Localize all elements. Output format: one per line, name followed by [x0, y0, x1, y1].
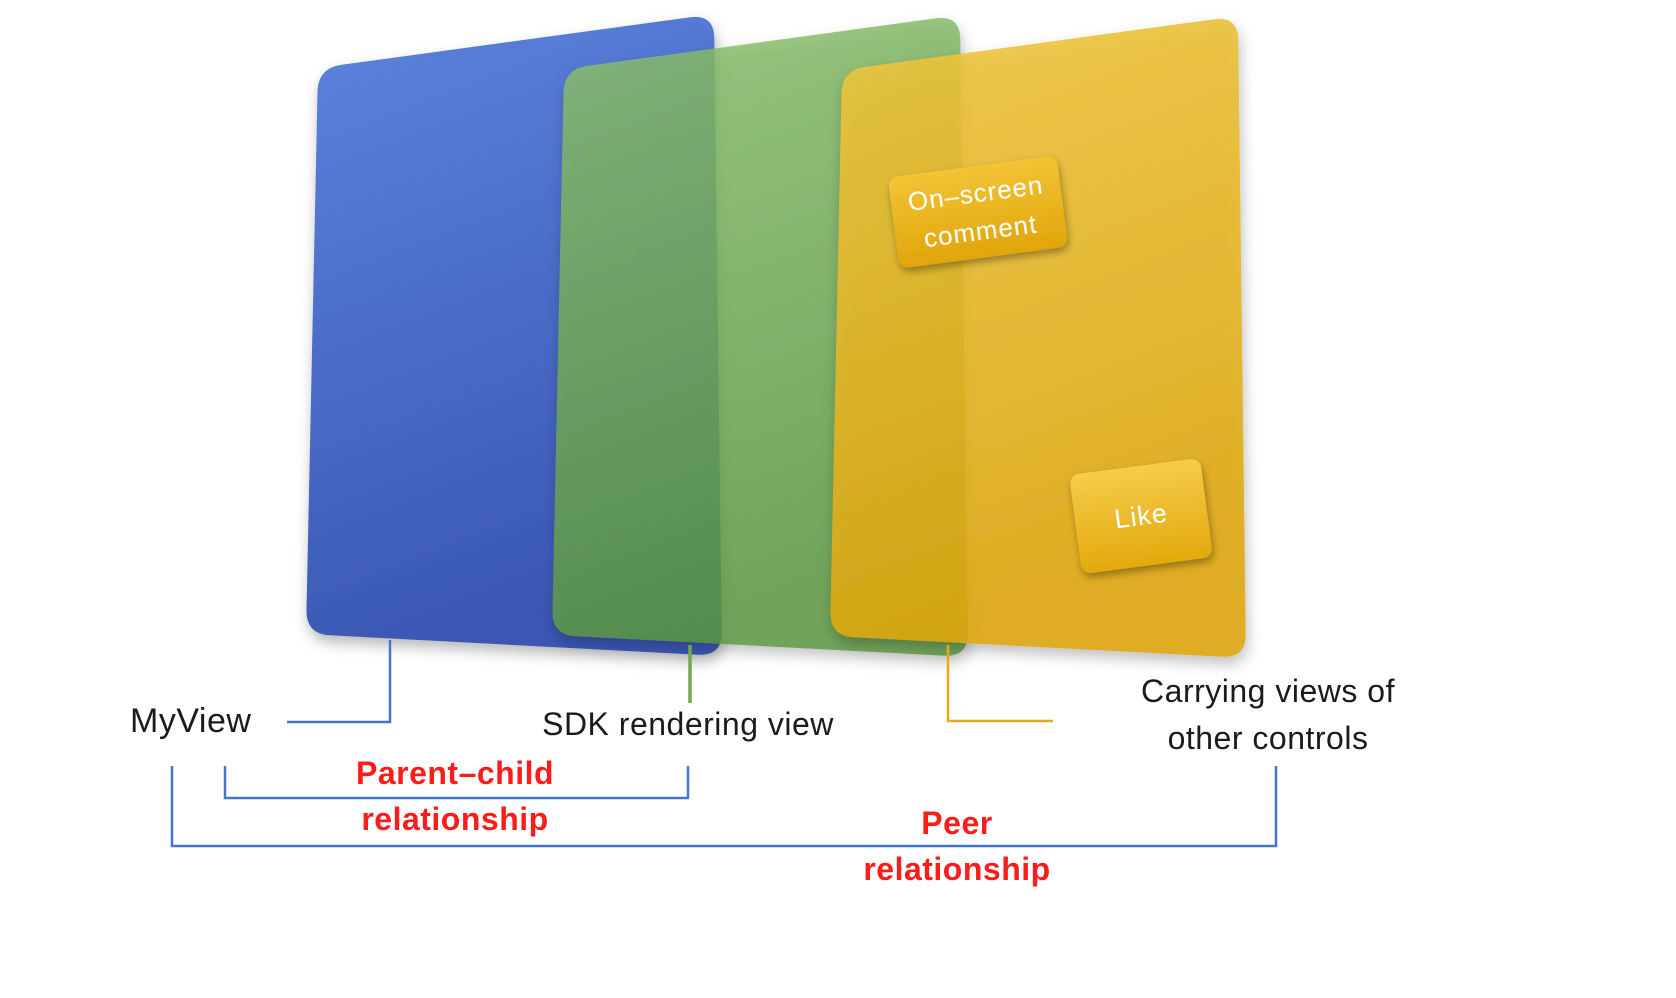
on-screen-comment-badge: On–screen comment [888, 156, 1068, 268]
label-peer-relationship: Peer relationship [863, 800, 1050, 892]
label-sdk-rendering-view: SDK rendering view [542, 706, 834, 742]
label-peer-line2: relationship [863, 851, 1051, 887]
like-button-badge-bg [1070, 459, 1212, 573]
card-carrying-views [830, 18, 1246, 657]
label-carrying-views-line2: other controls [1167, 720, 1369, 756]
like-button-label: Like [1113, 498, 1170, 535]
label-parent-child-line1: Parent–child [355, 755, 555, 791]
label-my-view: MyView [130, 702, 252, 740]
bracket-parent-child [223, 766, 690, 800]
connector-my-view [287, 640, 392, 724]
on-screen-comment-badge-bg [888, 156, 1068, 268]
label-peer-line1: Peer [921, 805, 993, 841]
label-parent-child-line2: relationship [361, 801, 549, 837]
label-carrying-views-line1: Carrying views of [1141, 673, 1395, 709]
label-parent-child-relationship: Parent–child relationship [356, 750, 554, 842]
label-carrying-views: Carrying views of other controls [1141, 668, 1395, 762]
like-button-badge: Like [1070, 459, 1212, 573]
bracket-peer [170, 766, 1278, 848]
connector-carrying-views [946, 645, 1053, 723]
